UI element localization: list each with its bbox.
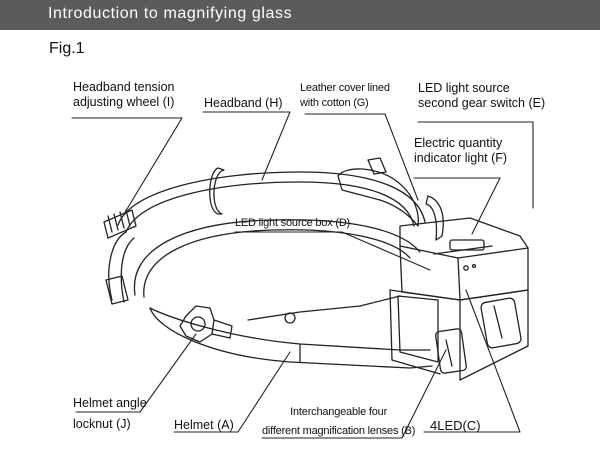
section-header: Introduction to magnifying glass (0, 0, 600, 30)
label-gear-switch: LED light source second gear switch (E) (418, 81, 546, 110)
label-lenses: Interchangeable four different magnifica… (262, 406, 416, 437)
figure-label: Fig.1 (49, 40, 85, 57)
label-headband: Headband (H) (204, 96, 283, 110)
section-title: Introduction to magnifying glass (48, 5, 293, 22)
label-tension-wheel: Headband tension adjusting wheel (I) (73, 80, 175, 109)
label-indicator-light: Electric quantity indicator light (F) (414, 136, 508, 165)
label-leather-cover: Leather cover lined with cotton (G) (300, 82, 390, 109)
lens-left (435, 328, 467, 374)
headband (117, 171, 426, 226)
label-led-box: LED light source box (D) (235, 217, 351, 229)
locknut (179, 305, 233, 343)
leather-cover (337, 168, 419, 227)
tension-wheel (103, 209, 137, 305)
label-4led: 4LED(C) (430, 418, 481, 433)
lens-right (480, 297, 522, 349)
label-helmet: Helmet (A) (174, 418, 234, 432)
helmet (149, 307, 431, 351)
label-locknut: Helmet angle locknut (J) (73, 396, 147, 431)
